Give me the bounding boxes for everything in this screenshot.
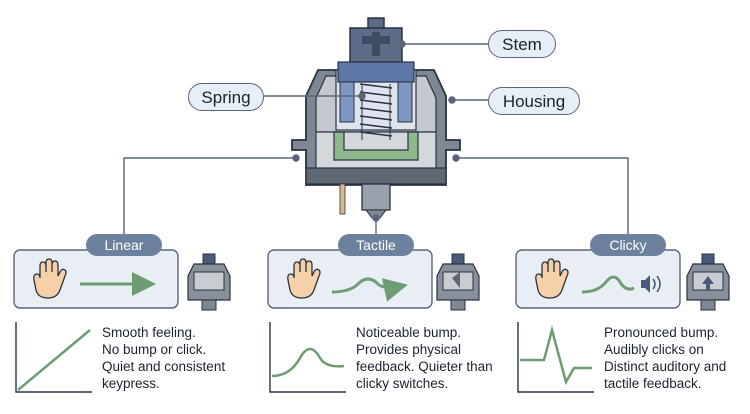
description-line: Smooth feeling. bbox=[102, 325, 196, 340]
spring-label: Spring bbox=[188, 83, 264, 111]
tactile-arrow-icon bbox=[331, 277, 408, 302]
clicky-arrow-icon bbox=[581, 275, 635, 294]
mini-switch-icon bbox=[187, 253, 231, 311]
clicky-force-graph bbox=[517, 322, 594, 393]
description-line: Quiet and consistent bbox=[102, 359, 226, 374]
stem-label: Stem bbox=[488, 30, 556, 58]
mini-switch-icon bbox=[436, 253, 480, 311]
tactile-force-graph bbox=[269, 322, 346, 393]
description-line: tactile feedback. bbox=[604, 376, 702, 391]
tactile-pill: Tactile bbox=[338, 234, 414, 256]
housing-label: Housing bbox=[488, 87, 580, 115]
description-line: keypress. bbox=[102, 376, 160, 391]
main-switch bbox=[291, 17, 461, 219]
switch-post bbox=[339, 183, 391, 219]
linear-pill: Linear bbox=[86, 234, 162, 256]
hand-icon bbox=[287, 258, 321, 299]
linear-force-graph bbox=[15, 322, 92, 393]
callout-lines bbox=[123, 40, 629, 238]
description-line: Distinct auditory and bbox=[604, 359, 727, 374]
housing-body bbox=[291, 61, 461, 186]
description-line: feedback. Quieter than bbox=[356, 359, 493, 374]
description-line: Noticeable bump. bbox=[356, 325, 462, 340]
type-panels bbox=[13, 249, 681, 309]
description-line: No bump or click. bbox=[102, 342, 207, 357]
clicky-description: Pronounced bump. Audibly clicks on Disti… bbox=[604, 324, 726, 392]
speaker-icon bbox=[641, 275, 661, 293]
mini-switch-icon bbox=[686, 253, 730, 311]
description-line: Provides physical bbox=[356, 342, 462, 357]
stem-cross bbox=[349, 17, 403, 63]
linear-description: Smooth feeling. No bump or click. Quiet … bbox=[102, 324, 225, 392]
description-line: clicky switches. bbox=[356, 376, 449, 391]
hand-icon bbox=[535, 258, 569, 299]
clicky-pill: Clicky bbox=[590, 234, 666, 256]
hand-icon bbox=[33, 258, 67, 299]
description-line: Pronounced bump. bbox=[604, 325, 719, 340]
description-line: Audibly clicks on bbox=[604, 342, 704, 357]
tactile-description: Noticeable bump. Provides physical feedb… bbox=[356, 324, 493, 392]
